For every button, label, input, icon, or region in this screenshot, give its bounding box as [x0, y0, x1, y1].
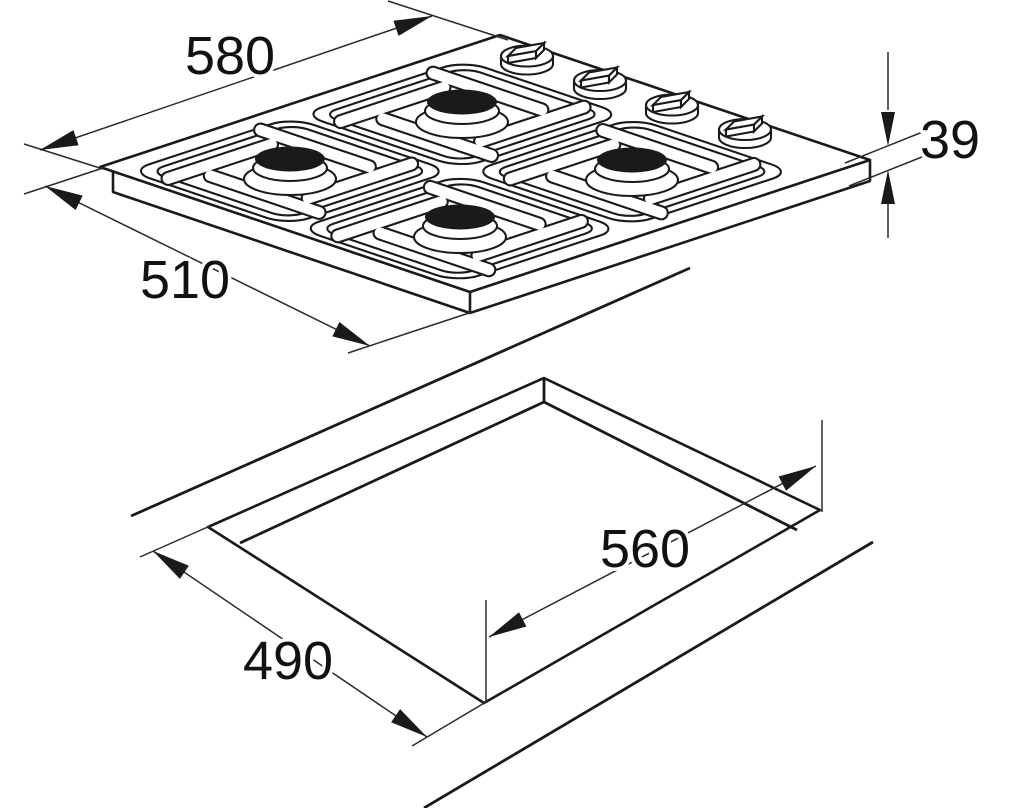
dimension-hob-depth: 510: [23, 167, 473, 354]
cutout-inner-rim: [239, 378, 798, 545]
worktop-back-edge: [130, 266, 691, 518]
hob-top-view: [98, 33, 872, 315]
control-knob-icon: [717, 115, 773, 150]
arrow-icon: [40, 130, 79, 150]
support-fingers: [141, 65, 781, 279]
hob-depth-label: 510: [140, 250, 230, 310]
arrow-icon: [393, 16, 432, 36]
worktop-cutout-view: [130, 266, 874, 808]
cutout-width-label: 560: [600, 519, 690, 579]
arrow-icon: [881, 112, 895, 146]
dimension-hob-height: 39: [844, 52, 984, 238]
arrow-icon: [391, 709, 427, 737]
arrow-icon: [881, 170, 895, 204]
control-knob-icon: [499, 41, 555, 76]
dimension-cutout-depth: 490: [139, 525, 487, 747]
worktop-front-edge: [423, 540, 874, 808]
control-knob-icon: [644, 90, 700, 125]
arrow-icon: [332, 322, 370, 346]
arrow-icon: [153, 551, 189, 579]
arrow-icon: [489, 612, 527, 637]
hob-height-label: 39: [920, 110, 980, 170]
arrow-icon: [778, 466, 816, 491]
hob-width-label: 580: [185, 26, 275, 86]
pan-supports: [129, 61, 794, 283]
cutout-opening: [206, 376, 822, 705]
dimension-hob-width: 580: [23, 0, 509, 170]
cutout-depth-label: 490: [243, 631, 333, 691]
control-knob-icon: [572, 66, 628, 101]
arrow-icon: [45, 186, 83, 210]
dimension-cutout-width: 560: [485, 420, 823, 701]
